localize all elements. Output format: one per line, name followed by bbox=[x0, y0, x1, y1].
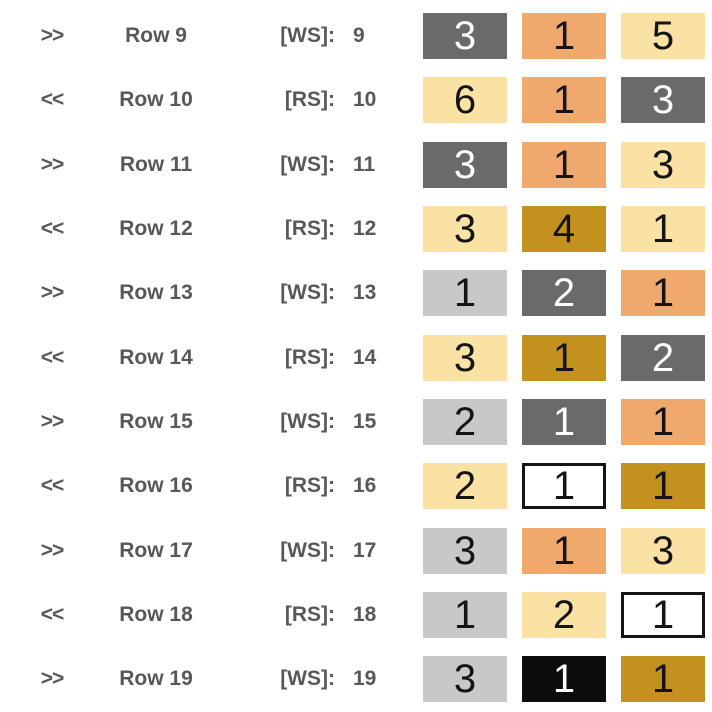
stitch-count-cell: 3 bbox=[423, 527, 507, 574]
direction-arrow: << bbox=[40, 88, 65, 112]
row-number: 13 bbox=[353, 281, 377, 305]
direction-arrow: << bbox=[40, 217, 65, 241]
direction-arrow: >> bbox=[40, 538, 65, 562]
side-indicator: [RS]: bbox=[284, 345, 335, 369]
stitch-count-cell: 2 bbox=[621, 334, 705, 381]
stitch-count-cell: 3 bbox=[423, 13, 507, 60]
stitch-count-cell: 2 bbox=[522, 270, 606, 317]
side-indicator: [RS]: bbox=[284, 88, 335, 112]
row-label: Row 14 bbox=[119, 345, 193, 369]
stitch-count-cell: 1 bbox=[621, 398, 705, 445]
stitch-count-cell: 1 bbox=[621, 270, 705, 317]
side-indicator: [WS]: bbox=[280, 667, 335, 691]
stitch-count-cell: 2 bbox=[423, 463, 507, 510]
row-number: 15 bbox=[353, 409, 377, 433]
row-number: 11 bbox=[353, 152, 376, 176]
row-number: 9 bbox=[353, 24, 365, 48]
stitch-count-cell: 3 bbox=[621, 141, 705, 188]
stitch-count-cell: 1 bbox=[522, 656, 606, 703]
stitch-count-cell: 1 bbox=[621, 656, 705, 703]
row-label: Row 13 bbox=[119, 281, 193, 305]
side-indicator: [RS]: bbox=[284, 602, 335, 626]
stitch-count-cell: 1 bbox=[522, 463, 606, 510]
stitch-count-cell: 1 bbox=[423, 591, 507, 638]
row-number: 16 bbox=[353, 474, 377, 498]
direction-arrow: >> bbox=[40, 409, 65, 433]
stitch-count-cell: 1 bbox=[621, 206, 705, 253]
row-label: Row 15 bbox=[119, 409, 193, 433]
side-indicator: [WS]: bbox=[280, 538, 335, 562]
stitch-count-cell: 1 bbox=[621, 591, 705, 638]
row-label: Row 18 bbox=[119, 602, 193, 626]
stitch-count-cell: 1 bbox=[522, 334, 606, 381]
row-label: Row 12 bbox=[119, 217, 193, 241]
stitch-count-cell: 3 bbox=[423, 656, 507, 703]
direction-arrow: >> bbox=[40, 152, 65, 176]
side-indicator: [WS]: bbox=[280, 24, 335, 48]
row-label: Row 19 bbox=[119, 667, 193, 691]
side-indicator: [WS]: bbox=[280, 409, 335, 433]
side-indicator: [WS]: bbox=[280, 281, 335, 305]
stitch-count-cell: 1 bbox=[522, 77, 606, 124]
stitch-count-cell: 3 bbox=[423, 206, 507, 253]
row-label: Row 10 bbox=[119, 88, 193, 112]
row-label: Row 9 bbox=[125, 24, 187, 48]
row-number: 19 bbox=[353, 667, 377, 691]
stitch-count-cell: 3 bbox=[423, 334, 507, 381]
stitch-count-cell: 2 bbox=[423, 398, 507, 445]
row-label: Row 17 bbox=[119, 538, 193, 562]
stitch-count-cell: 1 bbox=[621, 463, 705, 510]
row-number: 18 bbox=[353, 602, 377, 626]
stitch-count-cell: 1 bbox=[522, 13, 606, 60]
row-number: 10 bbox=[353, 88, 377, 112]
stitch-count-cell: 6 bbox=[423, 77, 507, 124]
stitch-count-cell: 3 bbox=[621, 77, 705, 124]
row-number: 12 bbox=[353, 217, 377, 241]
row-label: Row 11 bbox=[119, 152, 193, 176]
stitch-count-cell: 3 bbox=[621, 527, 705, 574]
stitch-count-cell: 1 bbox=[522, 398, 606, 445]
row-number: 17 bbox=[353, 538, 377, 562]
direction-arrow: >> bbox=[40, 667, 65, 691]
direction-arrow: << bbox=[40, 345, 65, 369]
stitch-count-cell: 1 bbox=[522, 527, 606, 574]
side-indicator: [RS]: bbox=[284, 217, 335, 241]
row-number: 14 bbox=[353, 345, 377, 369]
stitch-count-cell: 1 bbox=[423, 270, 507, 317]
stitch-count-cell: 5 bbox=[621, 13, 705, 60]
stitch-count-cell: 2 bbox=[522, 591, 606, 638]
stitch-count-cell: 1 bbox=[522, 141, 606, 188]
direction-arrow: >> bbox=[40, 281, 65, 305]
direction-arrow: >> bbox=[40, 24, 65, 48]
stitch-count-cell: 3 bbox=[423, 141, 507, 188]
direction-arrow: << bbox=[40, 474, 65, 498]
side-indicator: [RS]: bbox=[284, 474, 335, 498]
direction-arrow: << bbox=[40, 602, 65, 626]
side-indicator: [WS]: bbox=[280, 152, 335, 176]
row-label: Row 16 bbox=[119, 474, 193, 498]
stitch-count-cell: 4 bbox=[522, 206, 606, 253]
